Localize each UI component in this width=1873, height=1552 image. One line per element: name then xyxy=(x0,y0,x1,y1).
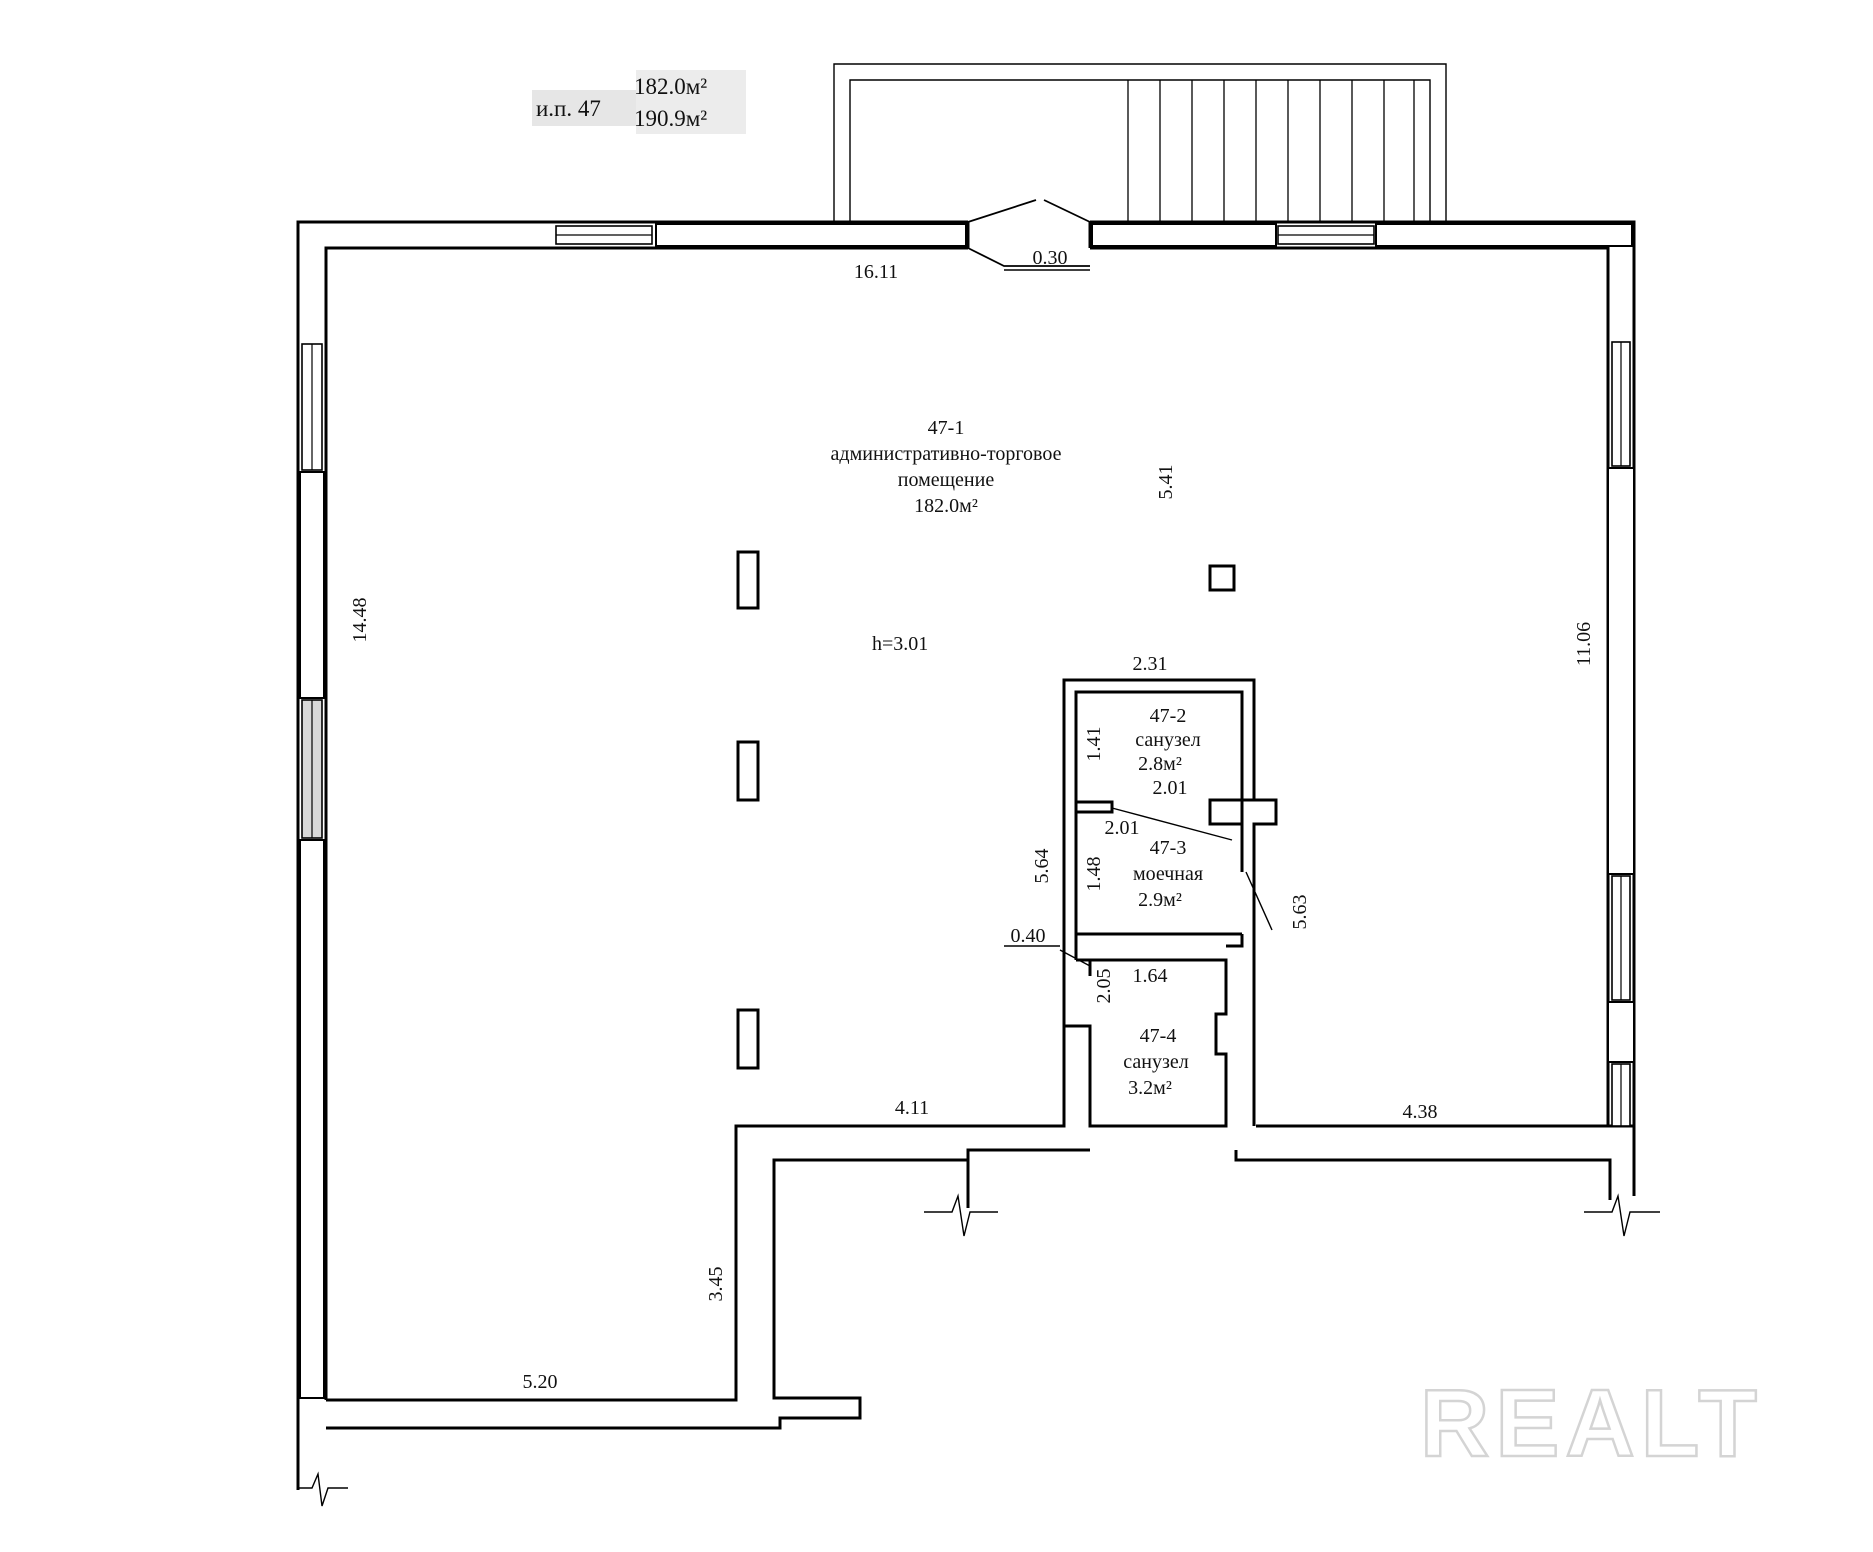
column xyxy=(1208,564,1236,592)
dim-room3-width: 2.01 xyxy=(1105,817,1140,839)
dim-bottom-left: 5.20 xyxy=(523,1371,558,1393)
column xyxy=(736,550,760,610)
dim-bottom-mid-left: 4.11 xyxy=(895,1097,929,1119)
dim-top-wall: 16.11 xyxy=(854,261,898,283)
dim-room4-height: 2.05 xyxy=(1093,969,1115,1004)
total-area-1: 182.0м² xyxy=(634,74,707,99)
room-47-4-area: 3.2м² xyxy=(1128,1077,1172,1099)
dim-left-wall: 14.48 xyxy=(349,598,371,643)
dim-room2-height: 1.41 xyxy=(1083,727,1105,762)
room-47-3-area: 2.9м² xyxy=(1138,889,1182,911)
room-47-1-name-line2: помещение xyxy=(898,469,995,491)
dim-room4-width: 1.64 xyxy=(1133,965,1168,987)
total-area-2: 190.9м² xyxy=(634,106,707,131)
column xyxy=(736,740,760,802)
dim-interior-vertical: 5.41 xyxy=(1155,465,1177,500)
room-47-2-id: 47-2 xyxy=(1150,705,1187,727)
room-47-4-name: санузел xyxy=(1123,1051,1188,1073)
room-47-3-id: 47-3 xyxy=(1150,837,1187,859)
dim-core-left: 5.64 xyxy=(1031,849,1053,884)
dim-lower-vertical: 3.45 xyxy=(705,1267,727,1302)
dim-offset: 0.40 xyxy=(1011,925,1046,947)
room-47-1-area: 182.0м² xyxy=(914,495,978,517)
dim-room2-width: 2.01 xyxy=(1153,777,1188,799)
dim-door-width: 0.30 xyxy=(1033,247,1068,269)
room-47-1-id: 47-1 xyxy=(928,417,965,439)
entrance-stair xyxy=(833,63,1447,228)
dim-bottom-right: 4.38 xyxy=(1403,1101,1438,1123)
dim-room3-height: 1.48 xyxy=(1083,857,1105,892)
column xyxy=(736,1008,760,1070)
columns xyxy=(736,550,1236,1070)
label-highlight xyxy=(532,90,642,126)
break-lines xyxy=(298,1193,1660,1507)
room-47-1-name-line1: административно-торговое xyxy=(831,443,1062,465)
ceiling-height: h=3.01 xyxy=(872,633,928,655)
dim-right-wall: 11.06 xyxy=(1573,622,1595,666)
room-47-3-name: моечная xyxy=(1133,863,1203,885)
room-47-2-area: 2.8м² xyxy=(1138,753,1182,775)
dim-core-top: 2.31 xyxy=(1133,653,1168,675)
service-core xyxy=(1059,678,1278,1128)
dim-core-right: 5.63 xyxy=(1289,895,1311,930)
leader-lines xyxy=(1004,269,1090,947)
room-47-4-id: 47-4 xyxy=(1140,1025,1177,1047)
room-47-2-name: санузел xyxy=(1135,729,1200,751)
unit-label: и.п. 47 xyxy=(536,96,601,121)
area-highlight xyxy=(636,70,746,134)
windows xyxy=(299,223,1635,1399)
watermark-logo: REALT xyxy=(1420,1370,1763,1477)
entrance-door xyxy=(967,199,1091,267)
outer-walls xyxy=(296,220,1636,1490)
